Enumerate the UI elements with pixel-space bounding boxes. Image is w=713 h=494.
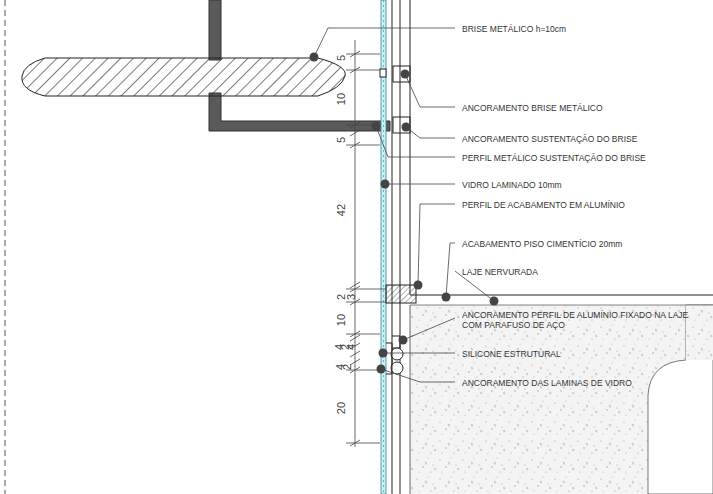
callout-label: PERFIL METÁLICO SUSTENTAÇÃO DO BRISE [462,153,646,163]
callout-label: ANCORAMENTO SUSTENTAÇÃO DO BRISE [462,134,637,144]
callout-label: ACABAMENTO PISO CIMENTÍCIO 20mm [462,239,622,249]
callout-label: ANCORAMENTO PERFIL DE ALUMÍNIO FIXADO NA… [462,310,707,330]
callout-label: BRISE METÁLICO h=10cm [462,24,566,34]
dimension-value: 5 [336,137,347,143]
callout-label: ANCORAMENTO BRISE METÁLICO [462,103,603,113]
dimension-value: 20 [336,402,347,414]
callout-label: LAJE NERVURADA [462,267,538,277]
callout-label: SILICONE ESTRUTURAL [462,349,561,359]
dimension-value: 2 [342,364,353,370]
dimension-value: 4 [346,344,357,350]
dimension-value: 10 [336,314,347,326]
callout-label: VIDRO LAMINADO 10mm [462,180,562,190]
dimension-value: 3 [346,294,357,300]
callout-label: ANCORAMENTO DAS LAMINAS DE VIDRO [462,378,632,388]
dimension-value: 42 [336,204,347,216]
callout-label: PERFIL DE ACABAMENTO EM ALUMÍNIO [462,200,625,210]
dimension-value: 10 [336,93,347,105]
dimension-value: 5 [336,55,347,61]
